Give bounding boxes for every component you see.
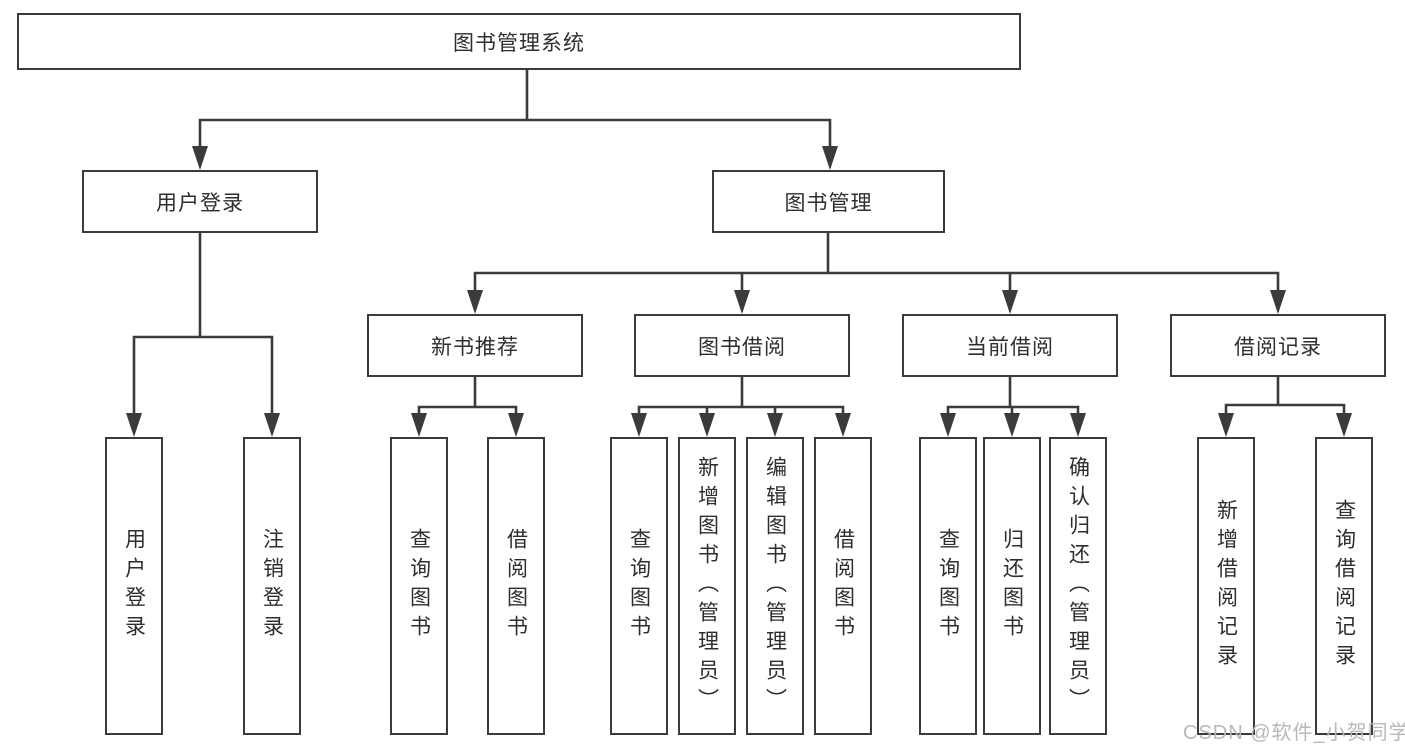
- leaf-query-books-1-label: 查询图书: [407, 528, 431, 644]
- node-borrow-records-label: 借阅记录: [1234, 335, 1322, 359]
- leaf-confirm-return-admin: 确认归还（管理员）: [1049, 437, 1107, 735]
- leaf-add-borrow-record-label: 新增借阅记录: [1214, 499, 1238, 673]
- leaf-add-book-admin: 新增图书（管理员）: [678, 437, 736, 735]
- node-current-borrow-label: 当前借阅: [966, 335, 1054, 359]
- node-root: 图书管理系统: [17, 13, 1021, 70]
- leaf-query-books-3: 查询图书: [919, 437, 977, 735]
- watermark: CSDN @软件_小贺同学: [1183, 722, 1405, 744]
- node-user-login-label: 用户登录: [156, 191, 244, 215]
- node-new-book-recommend: 新书推荐: [367, 314, 583, 377]
- node-book-management: 图书管理: [712, 170, 945, 233]
- leaf-query-borrow-record-label: 查询借阅记录: [1332, 499, 1356, 673]
- leaf-borrow-books-1: 借阅图书: [487, 437, 545, 735]
- leaf-confirm-return-admin-label: 确认归还（管理员）: [1066, 455, 1090, 717]
- leaf-query-books-1: 查询图书: [390, 437, 448, 735]
- leaf-add-borrow-record: 新增借阅记录: [1197, 437, 1255, 735]
- leaf-return-book-label: 归还图书: [1000, 528, 1024, 644]
- leaf-query-books-3-label: 查询图书: [936, 528, 960, 644]
- leaf-query-books-2-label: 查询图书: [627, 528, 651, 644]
- leaf-user-login-label: 用户登录: [122, 528, 146, 644]
- leaf-query-borrow-record: 查询借阅记录: [1315, 437, 1373, 735]
- leaf-edit-book-admin-label: 编辑图书（管理员）: [763, 455, 787, 717]
- node-book-borrow: 图书借阅: [634, 314, 850, 377]
- node-root-label: 图书管理系统: [453, 31, 585, 55]
- node-current-borrow: 当前借阅: [902, 314, 1118, 377]
- leaf-logout: 注销登录: [243, 437, 301, 735]
- leaf-user-login: 用户登录: [105, 437, 163, 735]
- leaf-edit-book-admin: 编辑图书（管理员）: [746, 437, 804, 735]
- node-borrow-records: 借阅记录: [1170, 314, 1386, 377]
- node-book-management-label: 图书管理: [784, 191, 873, 215]
- leaf-logout-label: 注销登录: [260, 528, 284, 644]
- leaf-borrow-books-2: 借阅图书: [814, 437, 872, 735]
- node-user-login: 用户登录: [82, 170, 318, 233]
- node-new-book-recommend-label: 新书推荐: [431, 335, 519, 359]
- leaf-add-book-admin-label: 新增图书（管理员）: [695, 455, 719, 717]
- leaf-borrow-books-1-label: 借阅图书: [504, 528, 528, 644]
- node-book-borrow-label: 图书借阅: [698, 335, 786, 359]
- leaf-borrow-books-2-label: 借阅图书: [831, 528, 855, 644]
- leaf-return-book: 归还图书: [983, 437, 1041, 735]
- leaf-query-books-2: 查询图书: [610, 437, 668, 735]
